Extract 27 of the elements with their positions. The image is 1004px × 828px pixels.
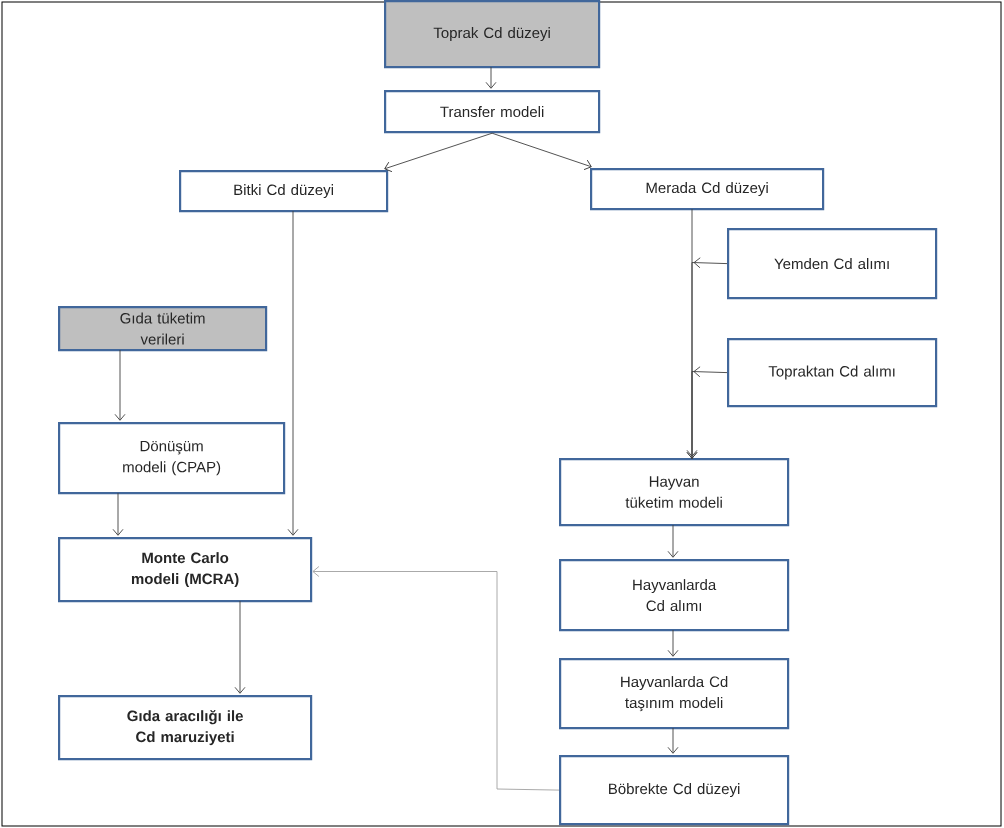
process-box: Transfer modeli — [384, 90, 601, 134]
arrow — [287, 210, 299, 536]
arrow — [312, 566, 560, 791]
arrow — [384, 132, 493, 173]
arrow — [667, 727, 679, 754]
arrow — [112, 492, 124, 536]
process-box: Böbrekte Cd düzeyi — [559, 755, 790, 826]
process-box: Monte Carlo modeli (MCRA) — [58, 537, 313, 603]
arrow — [667, 629, 679, 657]
arrow — [485, 66, 497, 89]
process-box: Hayvanlarda Cd alımı — [559, 559, 790, 632]
process-box: Gıda aracılığı ile Cd maruziyeti — [58, 695, 313, 761]
input-box: Gıda tüketim verileri — [58, 306, 268, 352]
process-box: Hayvanlarda Cd taşınım modeli — [559, 658, 790, 730]
arrow — [491, 132, 592, 171]
arrow — [686, 208, 698, 457]
process-box: Yemden Cd alımı — [727, 228, 938, 300]
arrow — [667, 524, 679, 558]
process-box: Dönüşüm modeli (CPAP) — [58, 422, 286, 495]
process-box: Merada Cd düzeyi — [590, 168, 825, 211]
process-box: Bitki Cd düzeyi — [179, 170, 389, 213]
process-box: Hayvan tüketim modeli — [559, 458, 790, 527]
input-box: Toprak Cd düzeyi — [384, 0, 601, 69]
arrow — [234, 600, 246, 694]
process-box: Topraktan Cd alımı — [727, 338, 938, 408]
arrow — [114, 349, 126, 421]
arrow — [686, 366, 728, 460]
